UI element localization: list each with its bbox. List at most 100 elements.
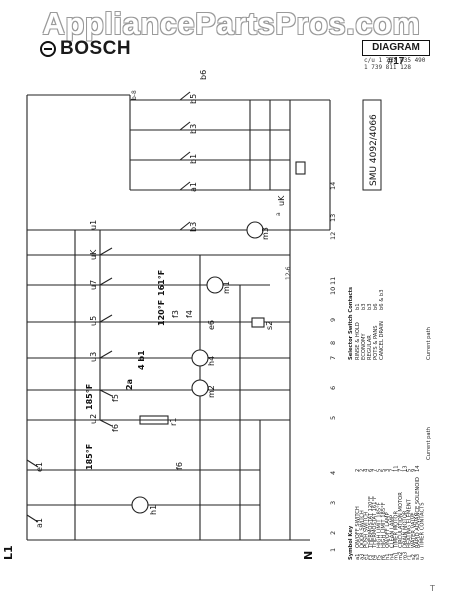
key-cell: 6 (368, 469, 374, 472)
part-label: u2 (89, 414, 98, 424)
bosch-armature-icon (40, 41, 56, 57)
key-cell: RINSE & HOLD (355, 322, 361, 360)
key-cell: u (420, 557, 426, 560)
page-mark: T (430, 584, 435, 593)
lamp-h4-icon (191, 349, 209, 367)
part-label: u1 (89, 220, 98, 230)
key-cell: m2 (398, 552, 404, 560)
thermostat-labels: 185°F 185°F 120°F 161°F 4 b1 2a (85, 270, 166, 470)
part-label: e1 (35, 462, 44, 472)
key-cell: HIGH LIMIT 185°F (381, 502, 387, 548)
circuit-number: 13 (329, 214, 337, 222)
key-cell: s2 (411, 554, 417, 560)
key-cell: HEATING ELEMENT (407, 498, 413, 548)
terminal-l1: L1 (2, 545, 15, 560)
key-cell: 5 (407, 469, 413, 472)
key-cell: THERMOSTAT 120°F (368, 496, 374, 549)
part-label: u3 (89, 352, 98, 362)
circuit-number: 1 (329, 548, 337, 552)
valve-s2-icon (251, 317, 265, 328)
key-cell: a1 (355, 554, 361, 560)
part-label: m2 (207, 385, 216, 398)
part-label: m3 (261, 227, 270, 240)
part-label: a1 (35, 518, 44, 528)
terminal-n: N (302, 551, 315, 560)
symbol-key: Symbol Key a1 ON/OFF SWITCH 2 a3 DOOR SWITCH… (348, 427, 432, 560)
key-cell: HIGH LIMIT 185°F (377, 502, 383, 548)
key-cell: h1 (385, 553, 391, 560)
part-labels: a1 e1 h1 f6 f5 r1 f6 m2 h4 s2 e6 m1 m3 f… (35, 70, 286, 528)
circuit-number: 11 (329, 277, 337, 285)
key-cell: h4 (389, 553, 395, 560)
circuit-number: 6 (329, 386, 337, 390)
key-cell: CANCEL DRAIN (379, 321, 385, 360)
lamp-h1-icon (131, 496, 149, 514)
circuit-number: 7 (329, 356, 337, 360)
relay-uk-icon (295, 161, 306, 175)
key-cell: e1 (364, 554, 370, 561)
key-cell: m1 (394, 552, 400, 560)
motor-m3-icon (246, 221, 264, 239)
model-label: SMU 4092/4066 (369, 114, 379, 186)
key-cell: r1 (407, 555, 413, 560)
selector-key-heading: Selector Switch Contacts (348, 287, 354, 360)
diagram-title: DIAGRAM #17 (362, 40, 430, 67)
wire-tag: 12-6 (285, 266, 292, 280)
key-cell: f5 (377, 555, 383, 560)
doc-number-2: 1 739 811 128 (364, 64, 411, 71)
part-label: s2 (265, 321, 274, 330)
key-cell: f6 (381, 555, 387, 560)
wire-tag: b-8 (131, 90, 138, 100)
key-cell: 13 (402, 465, 408, 472)
key-cell: ECONOMY (361, 333, 367, 360)
brand-logo: BOSCH (40, 38, 131, 60)
circuit-number: 5 (329, 416, 337, 420)
key-cell: DOOR SWITCH (359, 510, 365, 548)
motor-m2-icon (191, 379, 209, 397)
part-label: h1 (149, 505, 158, 515)
doc-number-1: c/u 1 737 035 490 (364, 57, 426, 64)
thermostat-label: 4 b1 (137, 350, 146, 370)
part-label: e6 (207, 320, 216, 330)
thermostat-label: 2a (125, 379, 134, 390)
part-label: b3 (189, 124, 198, 134)
part-label: f6 (175, 462, 184, 470)
key-cell: 9 (411, 469, 417, 472)
wire-tag: a (275, 212, 282, 216)
watermark-text: AppliancePartsPros.com (42, 6, 421, 41)
key-cell: PUSH SWITCH (364, 512, 370, 548)
key-cell: ON/OFF SWITCH (355, 506, 361, 548)
symbol-key-footer: Current path (426, 427, 432, 460)
key-cell: ON/OFF LAMP (385, 512, 391, 548)
key-cell: 7 (389, 469, 395, 472)
symbol-key-heading: Symbol Key (348, 525, 354, 560)
model-box: SMU 4092/4066 (362, 99, 382, 191)
circuit-number: 4 (329, 471, 337, 475)
key-cell: REGULAR (367, 335, 373, 360)
part-label: h4 (207, 356, 216, 366)
key-cell: CIRCULATION MOTOR (398, 492, 404, 548)
part-label: f4 (185, 310, 194, 318)
key-cell: s3 (415, 554, 421, 560)
key-cell: 3 (385, 469, 391, 472)
key-cell: a3 (359, 554, 365, 560)
circuit-number: 10 (329, 287, 337, 295)
key-cell: b3 (367, 303, 373, 310)
circuit-number: 14 (329, 182, 337, 190)
key-cell: b6 & b3 (379, 289, 385, 310)
key-cell: 2 (359, 469, 365, 472)
key-cell: 14 (415, 465, 421, 472)
key-cell: CLEAN LAMP (389, 515, 395, 548)
part-label: b5 (189, 94, 198, 104)
key-cell: TIMER CONTACTS (420, 502, 426, 549)
part-label: u5 (89, 316, 98, 326)
key-cell: WATER VALVE (411, 512, 417, 548)
part-label: m1 (222, 281, 231, 294)
key-cell: 7 (398, 469, 404, 472)
part-label: f5 (111, 394, 120, 402)
part-label: a1 (189, 182, 198, 192)
key-cell: 5 (381, 469, 387, 472)
